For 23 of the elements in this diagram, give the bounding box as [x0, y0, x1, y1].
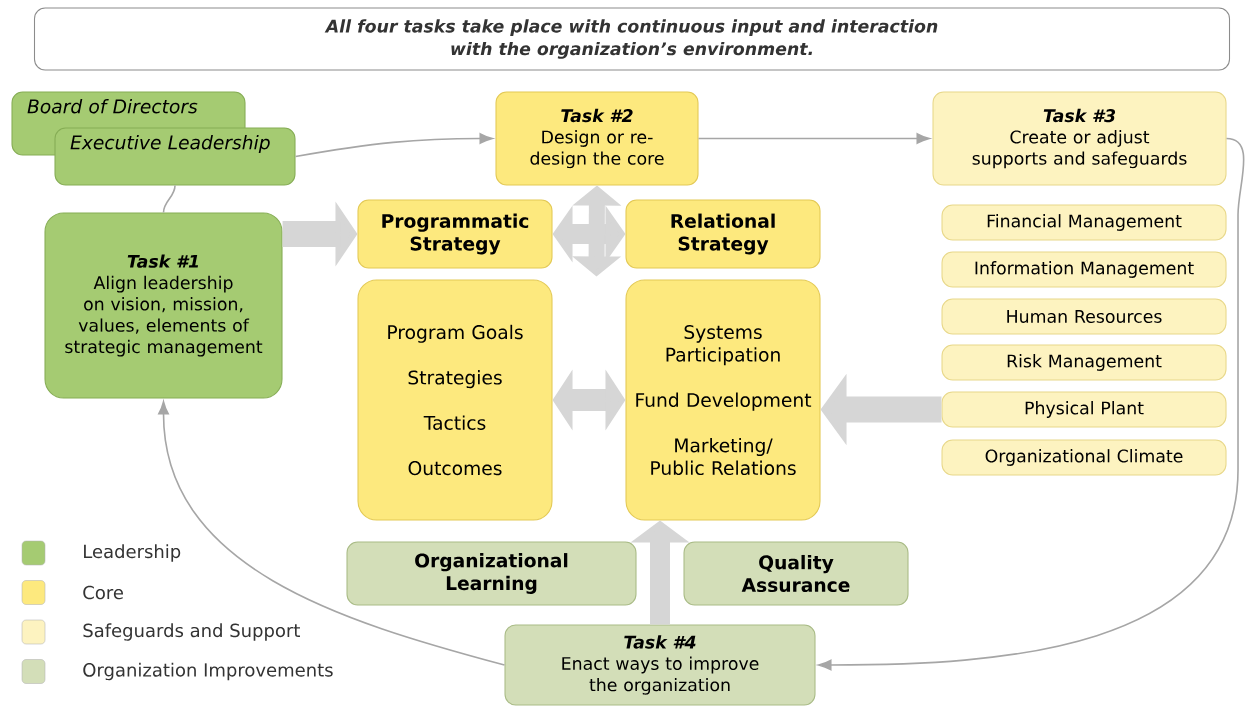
arrow — [697, 133, 930, 144]
support-box: Risk Management — [941, 344, 1227, 381]
legend-label: Core — [83, 585, 123, 600]
connector-line — [162, 184, 176, 214]
support-box: Information Management — [941, 251, 1227, 288]
arrow — [818, 137, 1245, 671]
strategy-box: Programmatic Strategy — [357, 199, 553, 269]
legend-label: Leadership — [84, 544, 181, 562]
legend-label: Organization Improvements — [83, 662, 333, 681]
support-box: Physical Plant — [941, 391, 1227, 428]
leadership-box: Executive Leadership — [54, 127, 296, 186]
task-box: Task #2 Design or re-design the core — [495, 91, 699, 186]
support-box: Human Resources — [941, 298, 1227, 335]
strategy-list-box: Systems Participation Fund Development Marketing/ Public Relations — [625, 279, 821, 521]
support-box: Financial Management — [941, 204, 1227, 241]
title-box: All four tasks take place with continuous input and interaction with the organization’s environment. — [33, 7, 1231, 71]
support-box: Organizational Climate — [941, 439, 1227, 476]
task-box: Task #4 Enact ways to improve the organization — [504, 624, 816, 706]
improvement-box: Quality Assurance — [683, 541, 909, 606]
arrow — [294, 133, 493, 158]
task-box: Task #1 Align leadership on vision, mission, values, elements of strategic management — [44, 212, 283, 399]
strategy-box: Relational Strategy — [625, 199, 821, 269]
task-box: Task #3 Create or adjust supports and safeguards — [932, 91, 1227, 186]
